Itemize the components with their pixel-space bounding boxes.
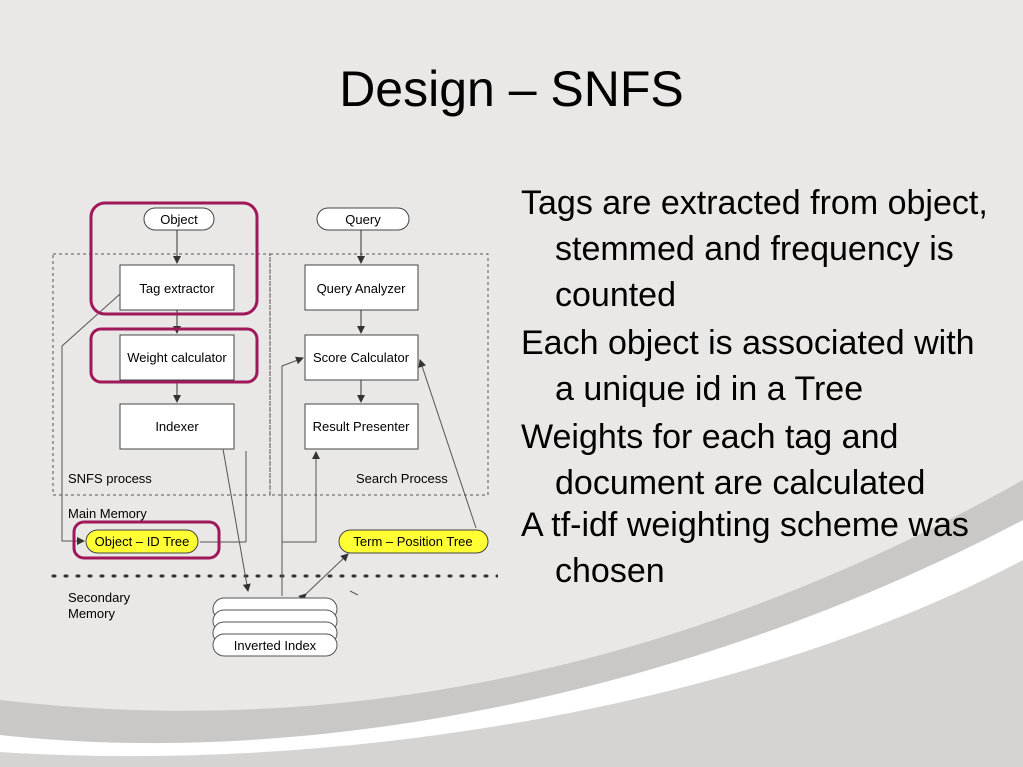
term-position-tree-label: Term – Position Tree [353, 534, 472, 549]
inverted-index-node [212, 633, 338, 657]
bullet-list: Tags are extracted from object, stemmed … [521, 180, 991, 596]
bullet-item-3: Weights for each tag and document are ca… [521, 418, 926, 502]
index-to-score-line [281, 356, 304, 596]
query-analyzer-box [304, 264, 419, 311]
main-memory-label: Main Memory [68, 506, 147, 521]
snfs-architecture-diagram: Object Query Tag extractor Weight calcul… [51, 201, 498, 657]
object-id-tree-node [85, 529, 199, 554]
highlight-weight-calculator [89, 327, 259, 384]
highlight-object-tag-extractor [89, 201, 259, 316]
snfs-process-label: SNFS process [68, 471, 152, 486]
weight-calculator-label: Weight calculator [127, 350, 227, 365]
query-terminal [316, 207, 410, 231]
query-label: Query [345, 212, 381, 227]
search-process-region [269, 253, 489, 496]
indexer-to-inverted-index-arrow [222, 448, 251, 592]
secondary-memory-label-2: Memory [68, 606, 115, 621]
snfs-process-region [52, 253, 271, 496]
bullet-item-2: Each object is associated with a unique … [521, 324, 975, 408]
object-label: Object [160, 212, 198, 227]
result-presenter-box [304, 403, 419, 450]
weight-calculator-box [119, 334, 235, 381]
inverted-index-link-tail [349, 590, 359, 596]
inverted-index-to-term-tree-arrow [298, 553, 349, 602]
tag-to-object-tree-line [61, 293, 121, 545]
result-presenter-label: Result Presenter [313, 419, 410, 434]
indexer-box [119, 403, 235, 450]
indexer-label: Indexer [155, 419, 199, 434]
score-calculator-box [304, 334, 419, 381]
score-calculator-label: Score Calculator [313, 350, 410, 365]
object-id-tree-label: Object – ID Tree [95, 534, 190, 549]
search-process-label: Search Process [356, 471, 448, 486]
bullet-item-4: A tf-idf weighting scheme was chosen [521, 506, 969, 590]
tree-to-presenter-line [282, 451, 320, 543]
object-terminal [143, 207, 215, 231]
highlight-object-id-tree [72, 520, 221, 560]
tag-extractor-label: Tag extractor [139, 281, 215, 296]
background-swoosh-base [0, 560, 1023, 767]
bullet-item-1: Tags are extracted from object, stemmed … [521, 184, 988, 314]
secondary-memory-label-1: Secondary [68, 590, 131, 605]
term-tree-to-score-arrow [418, 359, 477, 529]
term-position-tree-node [338, 529, 489, 554]
query-analyzer-label: Query Analyzer [317, 281, 407, 296]
slide-title: Design – SNFS [339, 61, 684, 117]
inverted-index-label: Inverted Index [234, 638, 317, 653]
